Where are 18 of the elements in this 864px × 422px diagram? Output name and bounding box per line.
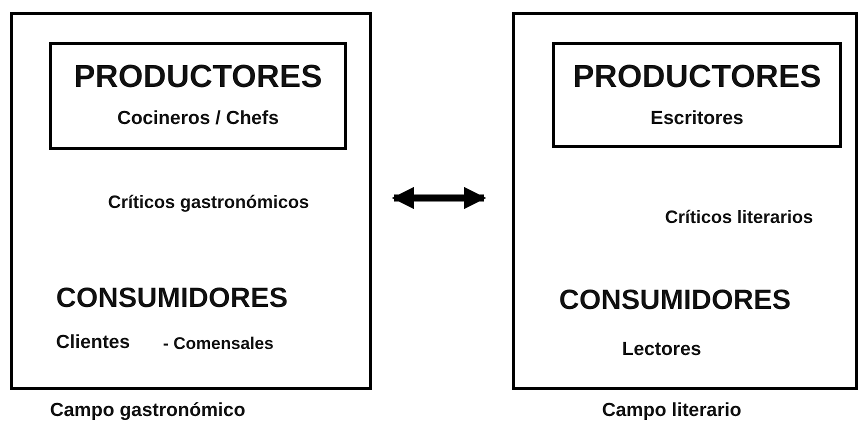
heading: PRODUCTORES — [572, 59, 822, 94]
heading: PRODUCTORES — [72, 59, 324, 94]
producers-box — [49, 42, 347, 150]
label-text: Lectores — [622, 340, 702, 361]
label-text: Críticos gastronómicos — [108, 193, 310, 213]
field-panel — [10, 12, 372, 390]
double-arrow — [392, 186, 486, 210]
label-text: Críticos literarios — [665, 208, 814, 228]
label-text: Cocineros / Chefs — [116, 109, 280, 130]
heading: CONSUMIDORES — [56, 283, 288, 314]
label-text: Escritores — [650, 109, 744, 130]
producers-box — [552, 42, 842, 148]
node-label: Campo gastronómico — [50, 400, 246, 422]
field-panel — [512, 12, 858, 390]
label-text: - Comensales — [163, 335, 274, 354]
node-label: Campo literario — [602, 400, 742, 422]
label-text: Clientes — [56, 333, 130, 354]
heading: CONSUMIDORES — [559, 285, 791, 316]
